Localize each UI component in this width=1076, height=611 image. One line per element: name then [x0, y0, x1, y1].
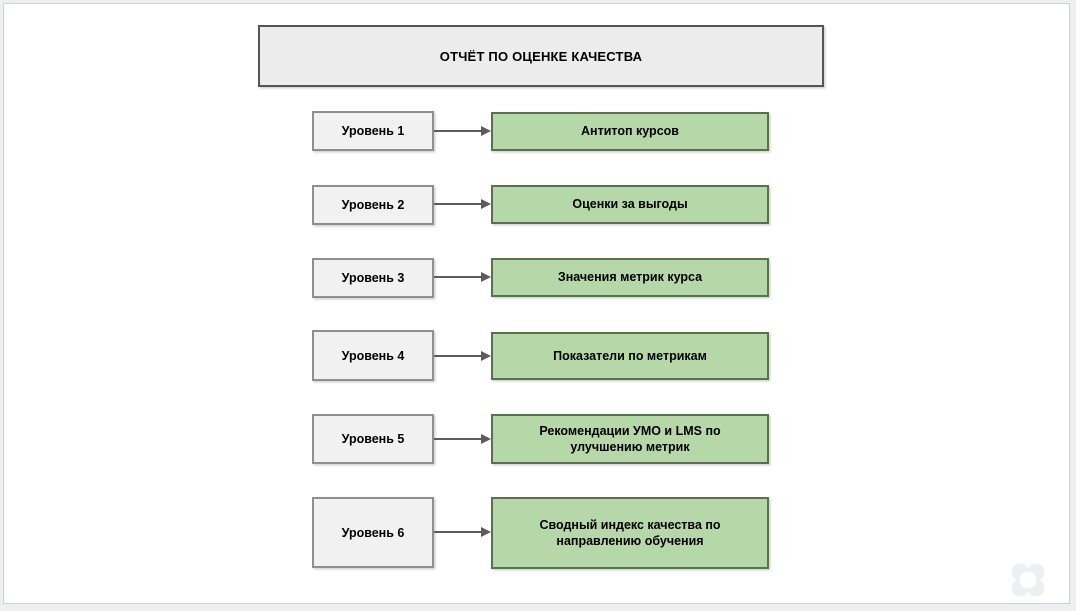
arrow-right-connector-5 — [434, 434, 491, 444]
level-1-label: Уровень 1 — [341, 124, 405, 138]
arrow-right-connector-3 — [434, 272, 491, 282]
level-5-label: Уровень 5 — [341, 432, 405, 446]
level-3-box: Уровень 3 — [312, 258, 434, 298]
slide-canvas: ОТЧЁТ ПО ОЦЕНКЕ КАЧЕСТВА Уровень 1 Антит… — [3, 3, 1070, 604]
level-6-value-box: Сводный индекс качества по направлению о… — [491, 497, 769, 569]
report-title: ОТЧЁТ ПО ОЦЕНКЕ КАЧЕСТВА — [439, 48, 643, 64]
level-4-value-box: Показатели по метрикам — [491, 332, 769, 380]
level-4-box: Уровень 4 — [312, 330, 434, 381]
arrow-right-connector-2 — [434, 199, 491, 209]
arrow-right-connector-1 — [434, 126, 491, 136]
level-2-value: Оценки за выгоды — [572, 197, 688, 212]
level-2-label: Уровень 2 — [341, 198, 405, 212]
level-3-value-box: Значения метрик курса — [491, 258, 769, 297]
arrow-right-connector-6 — [434, 527, 491, 537]
level-1-value: Антитоп курсов — [581, 124, 679, 139]
four-dot-clover-logo-icon — [1011, 563, 1045, 597]
level-3-label: Уровень 3 — [341, 271, 405, 285]
level-6-label: Уровень 6 — [341, 525, 405, 540]
level-6-box: Уровень 6 — [312, 497, 434, 568]
level-5-box: Уровень 5 — [312, 414, 434, 464]
level-6-value: Сводный индекс качества по направлению о… — [539, 517, 721, 548]
level-5-value-box: Рекомендации УМО и LMS по улучшению метр… — [491, 414, 769, 464]
level-2-box: Уровень 2 — [312, 185, 434, 225]
arrow-right-connector-4 — [434, 351, 491, 361]
level-5-value: Рекомендации УМО и LMS по улучшению метр… — [539, 423, 721, 454]
level-4-value: Показатели по метрикам — [553, 348, 707, 363]
report-title-box: ОТЧЁТ ПО ОЦЕНКЕ КАЧЕСТВА — [258, 25, 824, 87]
level-1-box: Уровень 1 — [312, 111, 434, 151]
level-2-value-box: Оценки за выгоды — [491, 185, 769, 224]
level-4-label: Уровень 4 — [341, 348, 405, 363]
level-1-value-box: Антитоп курсов — [491, 112, 769, 151]
level-3-value: Значения метрик курса — [557, 270, 703, 285]
